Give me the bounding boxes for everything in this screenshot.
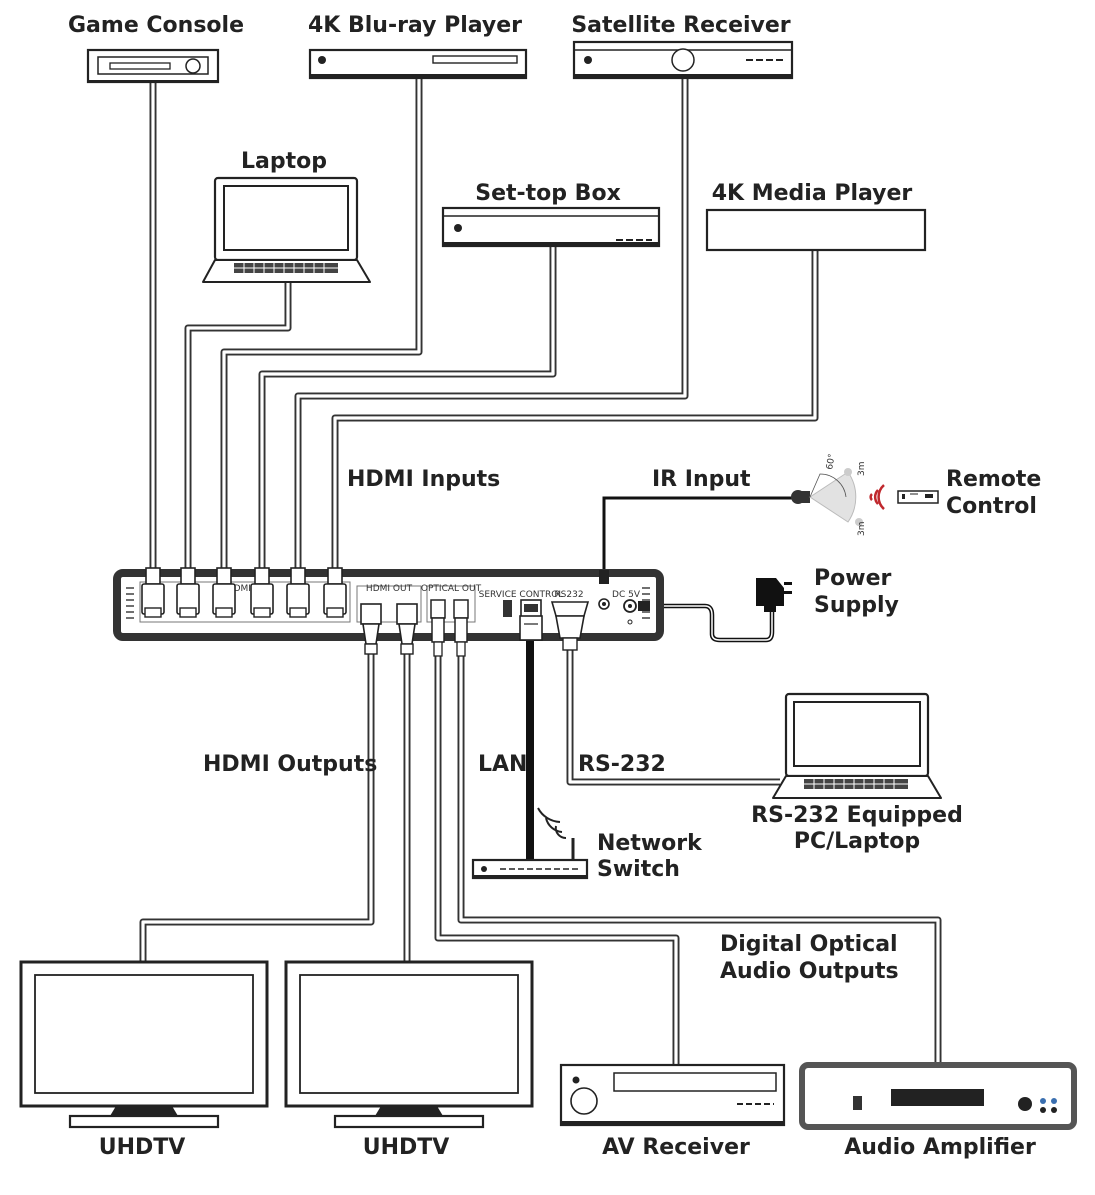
cable-settop bbox=[258, 246, 557, 572]
network-switch bbox=[471, 838, 589, 880]
rs232-laptop-device bbox=[772, 692, 942, 799]
panel-optical-text: OPTICAL OUT bbox=[421, 584, 482, 594]
cable-hdmi-out-1 bbox=[139, 650, 375, 962]
matrix-switcher: HDMI IN HDMI OUT OPTICAL OUT SERVICE CON… bbox=[113, 567, 664, 657]
media-player bbox=[705, 208, 927, 252]
rs232-port bbox=[550, 601, 590, 651]
ir-receiver: 60° 3m 3m bbox=[791, 453, 867, 536]
hdmi-port-in-1 bbox=[141, 567, 165, 618]
vent-left bbox=[126, 587, 134, 619]
hdmi-outputs-label: HDMI Outputs bbox=[203, 752, 377, 777]
hdmi-port-in-2 bbox=[176, 567, 200, 618]
uhdtv-1-label: UHDTV bbox=[99, 1135, 186, 1160]
remote-label-line2: Control bbox=[946, 494, 1037, 519]
hdmi-port-in-3 bbox=[212, 567, 236, 618]
network-label-line2: Switch bbox=[597, 857, 680, 882]
laptop-device bbox=[202, 176, 371, 283]
remote-control-icon bbox=[897, 490, 939, 504]
hdmi-port-out-2 bbox=[396, 603, 418, 655]
rs232-pc-label-line2: PC/Laptop bbox=[794, 829, 920, 854]
ir-input-label: IR Input bbox=[652, 467, 751, 492]
hdmi-port-out-1 bbox=[360, 603, 382, 655]
panel-dc-text: DC 5V bbox=[612, 590, 641, 600]
optical-port-2 bbox=[453, 599, 469, 657]
ir-signal-icon bbox=[869, 484, 885, 510]
power-supply-icon bbox=[756, 578, 792, 612]
ir-angle-text: 60° bbox=[825, 453, 838, 470]
settop-box bbox=[441, 206, 661, 248]
hdmi-port-in-5 bbox=[286, 567, 310, 618]
settop-label: Set-top Box bbox=[475, 181, 621, 206]
game-console bbox=[86, 48, 220, 84]
rs232-label: RS-232 bbox=[578, 752, 666, 777]
uhdtv-2-label: UHDTV bbox=[363, 1135, 450, 1160]
audio-amplifier-label: Audio Amplifier bbox=[844, 1135, 1036, 1160]
panel-hdmi-in-text: HDMI IN bbox=[227, 584, 263, 594]
power-label-line2: Supply bbox=[814, 593, 899, 618]
panel-rs232-text: RS232 bbox=[554, 590, 583, 600]
ir-range-bottom-text: 3m bbox=[857, 522, 867, 537]
hdmi-inputs-label: HDMI Inputs bbox=[347, 467, 500, 492]
rs232-pc-label-line1: RS-232 Equipped bbox=[751, 803, 963, 828]
lan-label: LAN bbox=[478, 752, 527, 777]
cable-media-player bbox=[331, 250, 819, 572]
audio-amplifier bbox=[799, 1062, 1077, 1130]
panel-hdmi-out-text: HDMI OUT bbox=[366, 584, 413, 594]
optical-port-1 bbox=[430, 599, 446, 657]
hdmi-output-ports bbox=[360, 603, 418, 655]
cable-power bbox=[648, 603, 775, 643]
wifi-icon bbox=[537, 807, 567, 840]
cables bbox=[139, 78, 942, 1065]
lan-port bbox=[519, 599, 543, 641]
ir-port bbox=[598, 570, 610, 610]
hdmi-port-in-6 bbox=[323, 567, 347, 618]
hdmi-port-in-4 bbox=[250, 567, 274, 618]
optical-output-ports bbox=[430, 599, 469, 657]
uhdtv-1 bbox=[19, 960, 269, 1129]
hdmi-input-ports bbox=[141, 567, 347, 618]
network-label-line1: Network bbox=[597, 831, 703, 856]
uhdtv-2 bbox=[284, 960, 534, 1129]
service-port bbox=[503, 600, 512, 617]
remote-label-line1: Remote bbox=[946, 467, 1041, 492]
cable-laptop bbox=[184, 282, 292, 572]
media-player-label: 4K Media Player bbox=[712, 181, 913, 206]
panel-service-text: SERVICE CONTROL bbox=[479, 590, 564, 600]
av-receiver bbox=[559, 1063, 786, 1127]
av-receiver-label: AV Receiver bbox=[602, 1135, 750, 1160]
power-label-line1: Power bbox=[814, 566, 891, 591]
dc-power-port bbox=[623, 599, 650, 625]
cable-ir bbox=[602, 496, 793, 575]
bluray-player bbox=[308, 48, 528, 80]
laptop-label: Laptop bbox=[241, 149, 327, 174]
optical-label-line2: Audio Outputs bbox=[720, 959, 899, 984]
ir-range-top-text: 3m bbox=[857, 462, 867, 477]
satellite-receiver bbox=[572, 40, 794, 80]
optical-label-line1: Digital Optical bbox=[720, 932, 898, 957]
bluray-label: 4K Blu-ray Player bbox=[308, 13, 522, 38]
game-console-label: Game Console bbox=[68, 13, 244, 38]
satellite-label: Satellite Receiver bbox=[571, 13, 790, 38]
